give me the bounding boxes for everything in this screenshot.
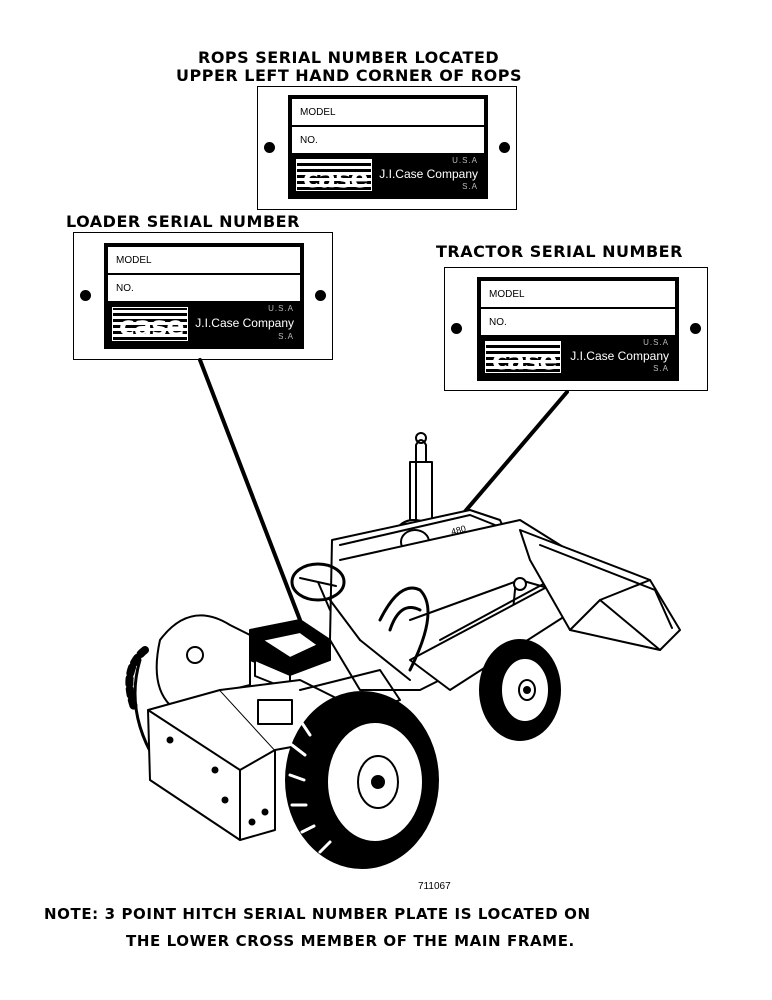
number-field: NO. (108, 275, 300, 303)
model-field: MODEL (292, 99, 484, 127)
case-logo: case (296, 159, 372, 194)
model-label: MODEL (300, 107, 336, 118)
tractor-heading: TRACTOR SERIAL NUMBER (436, 242, 683, 261)
logo-band: case U.S.A J.I.Case Company S.A (481, 337, 675, 377)
company-name: J.I.Case Company (195, 316, 294, 330)
number-field: NO. (292, 127, 484, 155)
plate-face: MODEL NO. case U.S.A J.I.Case Company S.… (288, 95, 488, 199)
mounting-hole-left (264, 142, 275, 153)
company-tiny-2: S.A (462, 182, 478, 191)
case-logo-text: case (119, 311, 185, 342)
rops-serial-plate: MODEL NO. case U.S.A J.I.Case Company S.… (257, 86, 517, 210)
company-tiny-1: U.S.A (643, 338, 669, 347)
rear-fender-left (155, 614, 251, 706)
number-label: NO. (300, 135, 318, 146)
figure-number: 711067 (418, 881, 451, 892)
mounting-hole-right (499, 142, 510, 153)
number-label: NO. (489, 317, 507, 328)
number-field: NO. (481, 309, 675, 337)
number-label: NO. (116, 283, 134, 294)
company-tiny-1: U.S.A (268, 304, 294, 313)
company-name: J.I.Case Company (379, 167, 478, 181)
company-tiny-1: U.S.A (452, 156, 478, 165)
rops-heading-line1: ROPS SERIAL NUMBER LOCATED (198, 48, 500, 67)
model-label: MODEL (116, 255, 152, 266)
rops-heading-line2: UPPER LEFT HAND CORNER OF ROPS (176, 66, 522, 85)
rear-tire-right (285, 691, 439, 869)
front-weight-box (147, 689, 276, 841)
loader-bucket (519, 529, 681, 651)
loader-leader-line (198, 358, 302, 622)
note-line-2: THE LOWER CROSS MEMBER OF THE MAIN FRAME… (126, 932, 575, 950)
model-label: MODEL (489, 289, 525, 300)
mounting-hole-left (451, 323, 462, 334)
hydraulic-hoses (378, 586, 430, 672)
loader-serial-plate: MODEL NO. case U.S.A J.I.Case Company S.… (73, 232, 333, 360)
steering-wheel (290, 562, 361, 641)
note-line-1: NOTE: 3 POINT HITCH SERIAL NUMBER PLATE … (44, 905, 591, 923)
logo-band: case U.S.A J.I.Case Company S.A (292, 155, 484, 195)
plate-face: MODEL NO. case U.S.A J.I.Case Company S.… (477, 277, 679, 381)
loader-heading: LOADER SERIAL NUMBER (66, 212, 300, 231)
mounting-hole-right (315, 290, 326, 301)
company-tiny-2: S.A (278, 332, 294, 341)
front-wheel (479, 639, 561, 741)
company-tiny-2: S.A (653, 364, 669, 373)
model-field: MODEL (108, 247, 300, 275)
operator-seat (249, 619, 331, 691)
case-logo: case (112, 307, 188, 342)
plate-face: MODEL NO. case U.S.A J.I.Case Company S.… (104, 243, 304, 349)
case-logo: case (485, 341, 561, 376)
mounting-hole-right (690, 323, 701, 334)
mounting-hole-left (80, 290, 91, 301)
model-field: MODEL (481, 281, 675, 309)
case-logo-text: case (303, 163, 369, 194)
company-name: J.I.Case Company (570, 349, 669, 363)
tractor-serial-plate: MODEL NO. case U.S.A J.I.Case Company S.… (444, 267, 708, 391)
logo-band: case U.S.A J.I.Case Company S.A (108, 303, 300, 345)
case-logo-text: case (492, 345, 558, 376)
